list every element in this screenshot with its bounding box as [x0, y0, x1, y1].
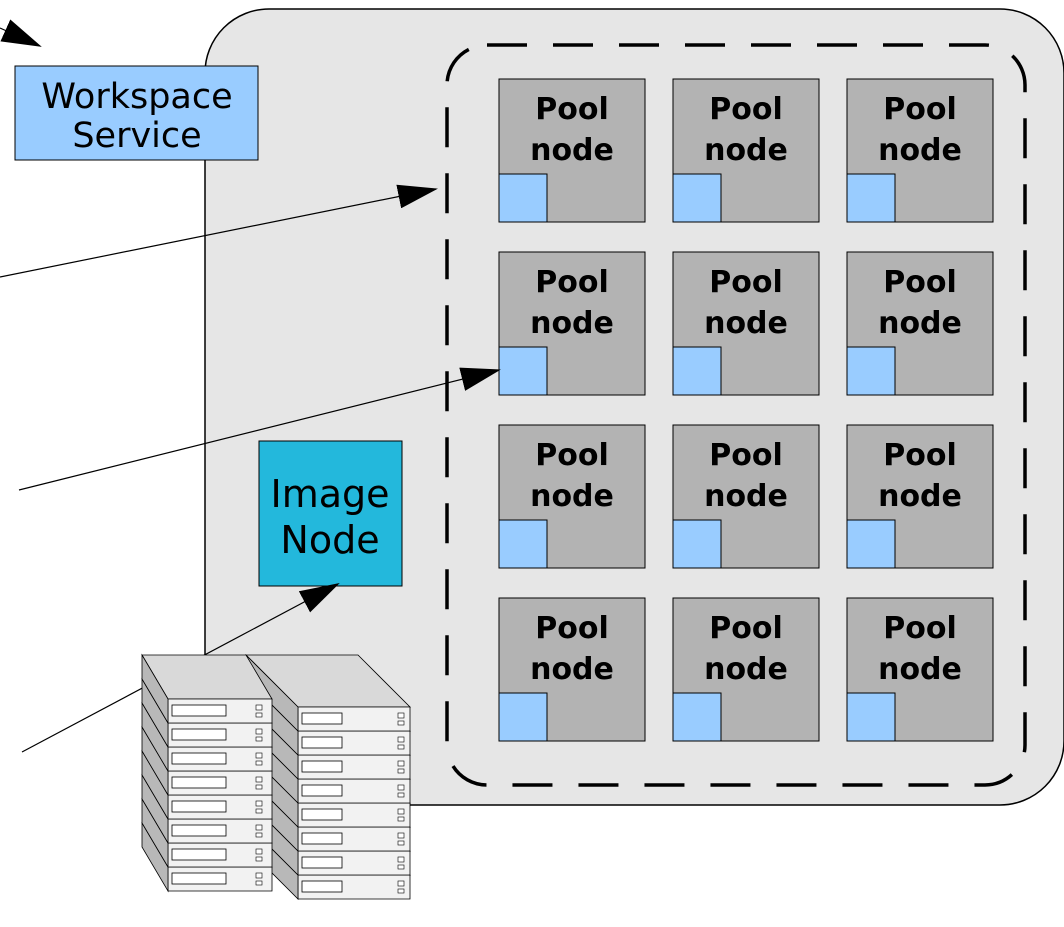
pool-node-label-line1: Pool: [883, 438, 957, 473]
pool-node[interactable]: Pool node: [846, 78, 994, 223]
pool-node-label-line1: Pool: [709, 92, 783, 127]
pool-node[interactable]: Pool node: [846, 251, 994, 396]
pool-node[interactable]: Pool node: [672, 78, 820, 223]
pool-node[interactable]: Pool node: [846, 597, 994, 742]
pool-node[interactable]: Pool node: [498, 251, 646, 396]
pool-node[interactable]: Pool node: [672, 597, 820, 742]
pool-node-label-line2: node: [878, 133, 962, 168]
pool-node-slot: [672, 692, 722, 742]
arrow-to-pool-node-slot: [18, 367, 501, 491]
workspace-service-box[interactable]: Workspace Service: [14, 65, 259, 161]
pool-node-slot: [498, 346, 548, 396]
pool-node[interactable]: Pool node: [498, 78, 646, 223]
pool-node-label-line2: node: [878, 306, 962, 341]
image-node-box[interactable]: Image Node: [258, 440, 403, 587]
pool-node-label-line2: node: [878, 479, 962, 514]
pool-node-label-line1: Pool: [709, 611, 783, 646]
pool-node-label-line1: Pool: [535, 265, 609, 300]
pool-node-label-line2: node: [704, 479, 788, 514]
pool-node-label-line2: node: [704, 133, 788, 168]
pool-node-label-line1: Pool: [535, 438, 609, 473]
workspace-service-rect: [14, 65, 259, 161]
pool-node-label-line1: Pool: [709, 265, 783, 300]
pool-node[interactable]: Pool node: [498, 424, 646, 569]
pool-node-label-line2: node: [704, 306, 788, 341]
pool-node-grid: PoolnodePoolnodePoolnodePoolnodePoolnode…: [498, 78, 994, 742]
pool-node-slot: [672, 173, 722, 223]
pool-node-label-line1: Pool: [883, 265, 957, 300]
pool-node-slot: [498, 173, 548, 223]
pool-node-slot: [498, 692, 548, 742]
server-unit: [245, 654, 411, 732]
pool-node-label-line2: node: [878, 652, 962, 687]
pool-boundary: [445, 43, 1027, 787]
arrow-to-workspace-service: [0, 19, 42, 47]
pool-node-slot: [846, 346, 896, 396]
pool-node-label-line1: Pool: [883, 92, 957, 127]
pool-node-label-line2: node: [530, 133, 614, 168]
pool-node-label-line1: Pool: [709, 438, 783, 473]
pool-node-label-line2: node: [530, 306, 614, 341]
pool-node-slot: [672, 346, 722, 396]
server-rack-icon: [141, 653, 411, 900]
pool-node-slot: [498, 519, 548, 569]
pool-node[interactable]: Pool node: [498, 597, 646, 742]
pool-node-label-line2: node: [530, 479, 614, 514]
server-unit: [141, 653, 273, 725]
pool-node-label-line1: Pool: [535, 611, 609, 646]
pool-node-slot: [846, 173, 896, 223]
image-node-label-line1: Image: [270, 472, 389, 516]
pool-node-slot: [846, 692, 896, 742]
pool-node-label-line1: Pool: [535, 92, 609, 127]
image-node-rect: [258, 440, 403, 587]
pool-node[interactable]: Pool node: [846, 424, 994, 569]
pool-node-label-line2: node: [530, 652, 614, 687]
pool-node-label-line1: Pool: [883, 611, 957, 646]
pool-node[interactable]: Pool node: [672, 251, 820, 396]
arrow-to-pool-boundary: [0, 184, 438, 278]
image-node-label-line2: Node: [280, 518, 379, 562]
workspace-service-label-line1: Workspace: [41, 77, 232, 117]
pool-node-slot: [672, 519, 722, 569]
workspace-service-label-line2: Service: [72, 116, 201, 156]
pool-node-label-line2: node: [704, 652, 788, 687]
pool-node-slot: [846, 519, 896, 569]
pool-node[interactable]: Pool node: [672, 424, 820, 569]
